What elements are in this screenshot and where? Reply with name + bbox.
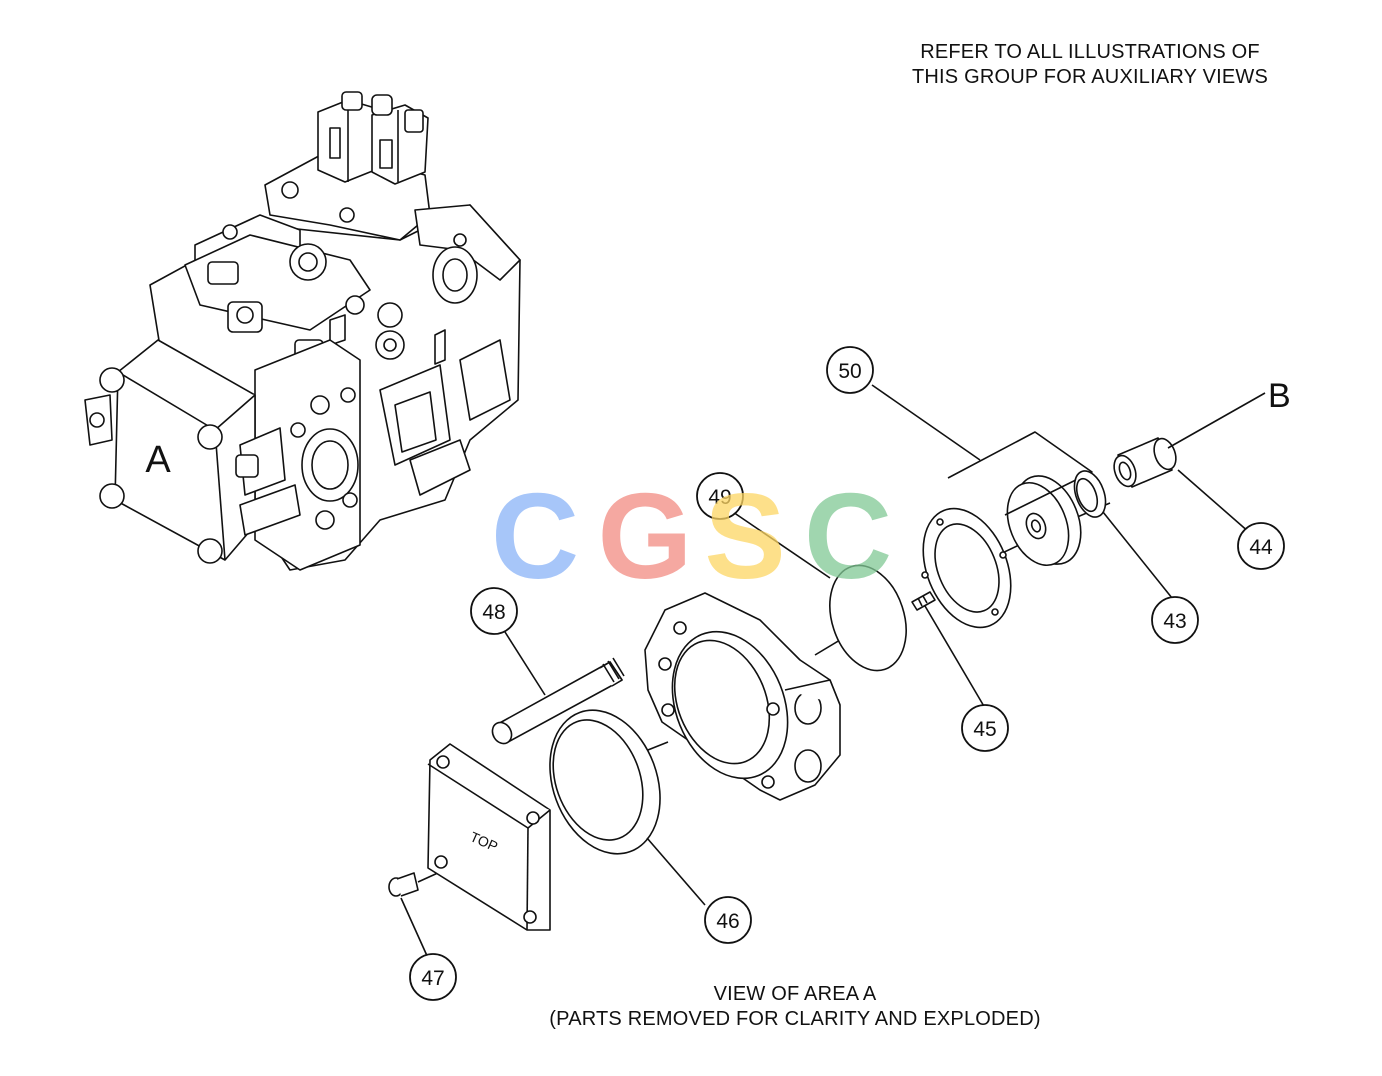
part-49-o-ring <box>829 564 907 672</box>
part-45-screw <box>911 591 936 611</box>
part-47-screw <box>388 871 441 897</box>
part-46-seal-ring <box>549 709 661 855</box>
callout-46: 46 <box>704 896 752 944</box>
top-cover-plate <box>427 743 551 931</box>
callout-44-label: 44 <box>1249 536 1273 559</box>
note-top-line2: THIS GROUP FOR AUXILIARY VIEWS <box>911 66 1269 88</box>
note-top-line1: REFER TO ALL ILLUSTRATIONS OF <box>920 41 1260 63</box>
callout-48: 48 <box>470 587 518 635</box>
callout-43-label: 43 <box>1163 610 1186 633</box>
bearing-disc <box>1006 475 1082 567</box>
callout-49: 49 <box>696 472 744 520</box>
callout-50-label: 50 <box>838 360 861 383</box>
auxiliary-views-note: REFER TO ALL ILLUSTRATIONS OF THIS GROUP… <box>880 40 1300 90</box>
callout-47-label: 47 <box>421 967 444 990</box>
caption-line2: (PARTS REMOVED FOR CLARITY AND EXPLODED) <box>549 1008 1041 1030</box>
pump-assembly <box>84 91 521 571</box>
leader-lines <box>400 384 1266 959</box>
callout-45-label: 45 <box>973 718 996 741</box>
callout-48-label: 48 <box>482 601 505 624</box>
part-43-snap-ring <box>1073 470 1107 518</box>
callout-46-label: 46 <box>716 910 739 933</box>
area-a-label: A <box>145 439 171 481</box>
connection-b-label: B <box>1268 377 1291 415</box>
callout-45: 45 <box>961 704 1009 752</box>
watermark-letter-s: S <box>704 468 785 604</box>
watermark-letter-g: G <box>598 468 693 604</box>
part-50-sheet <box>947 431 1093 516</box>
callout-43: 43 <box>1151 596 1199 644</box>
exploded-parts: TOP <box>388 431 1177 931</box>
callout-44: 44 <box>1237 522 1285 570</box>
caption-line1: VIEW OF AREA A <box>713 983 877 1005</box>
cgsc-watermark: C G S C <box>491 468 892 604</box>
callout-47: 47 <box>409 953 457 1001</box>
callout-50: 50 <box>826 346 874 394</box>
part-44-sleeve <box>1113 437 1177 488</box>
pump-housing <box>644 592 841 801</box>
watermark-letter-c1: C <box>491 468 579 604</box>
callout-49-label: 49 <box>708 486 731 509</box>
view-caption: VIEW OF AREA A (PARTS REMOVED FOR CLARIT… <box>490 982 1100 1032</box>
part-48-bolt <box>491 657 625 745</box>
flange-gasket <box>921 507 1012 629</box>
watermark-letter-c2: C <box>804 468 892 604</box>
